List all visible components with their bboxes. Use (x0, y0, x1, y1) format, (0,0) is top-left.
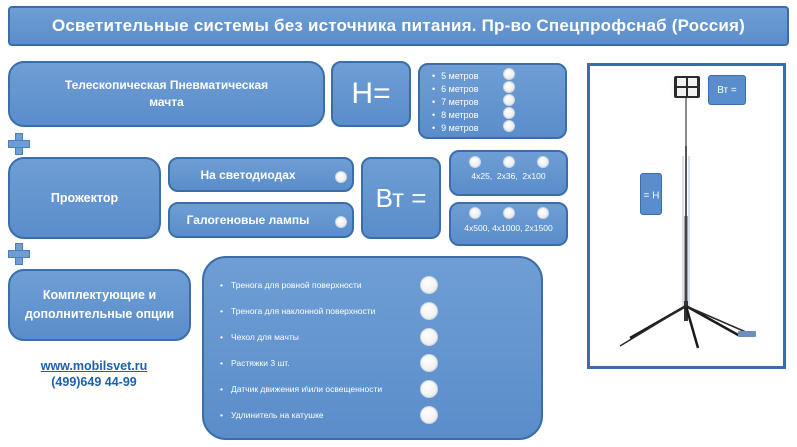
height-symbol-box: H= (331, 61, 411, 127)
height-radio-5[interactable] (503, 68, 515, 80)
height-options-box: 5 метров 6 метров 7 метров 8 метров 9 ме… (418, 63, 567, 139)
projector-label: Прожектор (50, 191, 119, 205)
light-mast-image (619, 70, 756, 349)
page-title: Осветительные системы без источника пита… (8, 6, 789, 46)
height-radio-8[interactable] (503, 107, 515, 119)
projector-box[interactable]: Прожектор (8, 157, 161, 239)
height-radio-9[interactable] (503, 120, 515, 132)
options-box[interactable]: Комплектующие и дополнительные опции (8, 269, 191, 341)
height-symbol: H= (351, 77, 391, 110)
option-checkbox-1[interactable] (420, 276, 438, 294)
led-power-radio-1[interactable] (469, 156, 481, 168)
led-power-box: 4x25, 2x36, 2x100 (449, 150, 568, 196)
halogen-power-radio-2[interactable] (503, 207, 515, 219)
led-type-radio[interactable] (335, 171, 347, 183)
option-checkbox-3[interactable] (420, 328, 438, 346)
height-option: 5 метров (432, 70, 478, 83)
option-checkbox-6[interactable] (420, 406, 438, 424)
height-option: 6 метров (432, 83, 478, 96)
illustration-height-text: H = (643, 188, 659, 200)
power-symbol-box: Вт = (361, 157, 441, 239)
height-list: 5 метров 6 метров 7 метров 8 метров 9 ме… (432, 70, 478, 135)
halogen-power-radio-1[interactable] (469, 207, 481, 219)
height-option: 9 метров (432, 122, 478, 135)
website-link[interactable]: www.mobilsvet.ru (40, 359, 148, 373)
option-item: Удлинитель на катушке (220, 410, 324, 420)
height-radio-6[interactable] (503, 81, 515, 93)
halogen-type-label: Галогеновые лампы (186, 213, 310, 227)
phone-number: (499)649 44-99 (51, 375, 137, 389)
power-symbol: Вт = (375, 182, 427, 213)
contact-block: www.mobilsvet.ru (499)649 44-99 (14, 359, 174, 389)
option-checkbox-4[interactable] (420, 354, 438, 372)
height-option: 8 метров (432, 109, 478, 122)
height-option: 7 метров (432, 96, 478, 109)
option-item: Чехол для мачты (220, 332, 299, 342)
mast-label: Телескопическая Пневматическая мачта (64, 78, 269, 109)
height-radio-7[interactable] (503, 94, 515, 106)
options-label: Комплектующие и дополнительные опции (24, 288, 175, 321)
led-power-values: 4x25, 2x36, 2x100 (471, 171, 546, 181)
halogen-type-radio[interactable] (335, 216, 347, 228)
option-item: Тренога для ровной поверхности (220, 280, 362, 290)
led-type-box[interactable]: На светодиодах (168, 157, 354, 192)
halogen-power-values: 4x500, 4x1000, 2x1500 (464, 223, 553, 233)
led-power-radio-3[interactable] (537, 156, 549, 168)
plus-icon (8, 133, 30, 155)
halogen-power-box: 4x500, 4x1000, 2x1500 (449, 202, 568, 246)
option-item: Датчик движения и\или освещенности (220, 384, 382, 394)
option-item: Растяжки 3 шт. (220, 358, 290, 368)
illustration-height-label: H = (640, 173, 662, 215)
options-list-box: Тренога для ровной поверхности Тренога д… (202, 256, 543, 440)
halogen-type-box[interactable]: Галогеновые лампы (168, 202, 354, 238)
option-checkbox-5[interactable] (420, 380, 438, 398)
mast-illustration: Вт = H = (587, 63, 786, 369)
mast-box[interactable]: Телескопическая Пневматическая мачта (8, 61, 325, 127)
option-checkbox-2[interactable] (420, 302, 438, 320)
halogen-power-radio-3[interactable] (537, 207, 549, 219)
illustration-power-label: Вт = (708, 75, 746, 105)
led-power-radio-2[interactable] (503, 156, 515, 168)
led-type-label: На светодиодах (200, 167, 296, 182)
plus-icon (8, 243, 30, 265)
option-item: Тренога для наклонной поверхности (220, 306, 375, 316)
